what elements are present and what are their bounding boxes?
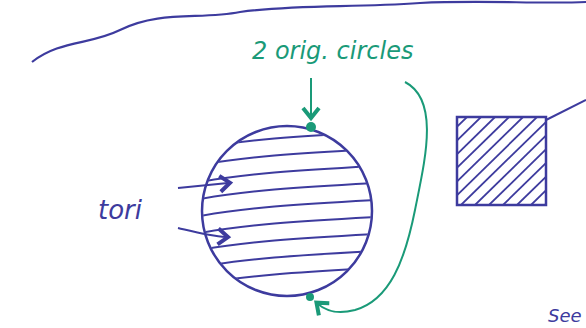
torus-stripe [200, 251, 375, 267]
hatch-line [457, 117, 509, 205]
handwritten-note: 2 orig. circles [252, 38, 413, 64]
square-hatching [457, 117, 546, 205]
pointer-arrow [178, 228, 226, 237]
circle-dot [306, 293, 314, 301]
hatch-line [517, 117, 546, 205]
hatch-line [457, 117, 537, 205]
torus-stripe [200, 149, 375, 165]
sketch-stroke [546, 100, 586, 120]
torus-stripe [200, 200, 375, 216]
torus-stripe [200, 217, 375, 233]
torus-stripe [200, 268, 375, 284]
hatch-line [531, 117, 546, 205]
pointer-arrow [178, 183, 228, 188]
hatch-line [475, 117, 546, 205]
torus-stripe [200, 234, 375, 250]
pointer-arrow [318, 82, 427, 312]
hatch-line [503, 117, 546, 205]
pointer-arrow [310, 78, 312, 116]
circle-dot [306, 122, 316, 132]
handwritten-note: See [548, 306, 582, 326]
torus-stripe [200, 166, 375, 182]
hatch-line [545, 117, 546, 205]
handwritten-note: tori [98, 196, 142, 225]
hatch-line [457, 117, 467, 205]
tori-stripes [200, 132, 375, 284]
hatch-line [457, 117, 523, 205]
torus-stripe [200, 132, 375, 148]
torus-stripe [200, 183, 375, 199]
